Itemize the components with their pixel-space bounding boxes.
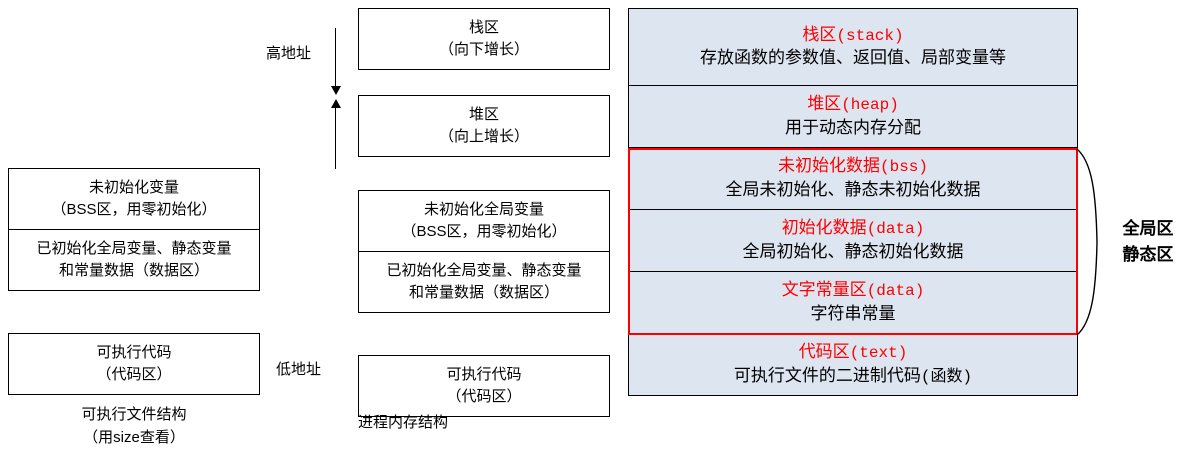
- memory-segment-rodata-title-en: (data): [866, 282, 925, 301]
- memory-segment-text-title-cn: 代码区: [798, 341, 850, 361]
- memory-segment-text-desc-cn: 可执行文件的二进制代码: [733, 365, 921, 385]
- process-memory-structure-column: 栈区 （向下增长） 堆区 （向上增长） 未初始化全局变量 （BSS区，用零初始化…: [358, 8, 610, 417]
- memory-segment-rodata-desc: 字符串常量: [810, 303, 896, 323]
- memory-segment-heap-desc: 用于动态内存分配: [785, 117, 921, 137]
- stack-growth-arrow-line: [335, 28, 336, 88]
- exe-block-data: 已初始化全局变量、静态变量 和常量数据（数据区）: [8, 229, 260, 291]
- proc-block-stack-line1: 栈区: [468, 19, 499, 37]
- proc-block-data-line1: 已初始化全局变量、静态变量: [386, 262, 582, 280]
- proc-block-text-line1: 可执行代码: [446, 366, 522, 384]
- memory-segment-data-desc: 全局初始化、静态初始化数据: [742, 241, 964, 261]
- memory-segment-text: 代码区(text) 可执行文件的二进制代码(函数): [628, 334, 1078, 396]
- proc-block-stack: 栈区 （向下增长）: [358, 8, 610, 70]
- memory-segment-heap-title: 堆区(heap): [807, 93, 899, 117]
- global-static-area-label-line1: 全局区: [1122, 219, 1174, 238]
- proc-block-text-line2: （代码区）: [446, 388, 522, 405]
- memory-segment-text-title: 代码区(text): [799, 341, 908, 365]
- memory-segment-bss-title-en: (bss): [879, 158, 928, 177]
- proc-block-heap: 堆区 （向上增长）: [358, 95, 610, 157]
- stack-growth-arrow-head: [331, 86, 341, 95]
- executable-file-structure-caption: 可执行文件结构 （用size查看）: [8, 404, 260, 449]
- exe-block-bss: 未初始化变量 （BSS区，用零初始化）: [8, 168, 260, 230]
- executable-file-structure-column: 未初始化变量 （BSS区，用零初始化） 已初始化全局变量、静态变量 和常量数据（…: [8, 168, 260, 395]
- memory-segment-rodata-title: 文字常量区(data): [782, 279, 925, 303]
- memory-segment-heap-title-en: (heap): [841, 96, 899, 115]
- exe-block-text: 可执行代码 （代码区）: [8, 333, 260, 395]
- proc-block-bss: 未初始化全局变量 （BSS区，用零初始化）: [358, 190, 610, 252]
- memory-segment-stack-desc: 存放函数的参数值、返回值、局部变量等: [700, 48, 1006, 68]
- memory-layout-column: 栈区(stack) 存放函数的参数值、返回值、局部变量等 堆区(heap) 用于…: [628, 8, 1078, 396]
- memory-segment-stack-title: 栈区(stack): [802, 24, 903, 48]
- exe-block-text-line1: 可执行代码: [96, 344, 172, 362]
- exe-block-bss-line1: 未初始化变量: [88, 179, 179, 197]
- memory-segment-bss-title: 未初始化数据(bss): [778, 155, 928, 179]
- proc-caption-line1: 进程内存结构: [358, 414, 449, 431]
- proc-block-data: 已初始化全局变量、静态变量 和常量数据（数据区）: [358, 251, 610, 313]
- proc-block-heap-line2: （向上增长）: [438, 128, 529, 145]
- exe-caption-line2: （用size查看）: [83, 428, 185, 446]
- memory-segment-data-title: 初始化数据(data): [782, 217, 925, 241]
- heap-growth-arrow-line: [335, 107, 336, 169]
- high-address-label: 高地址: [266, 45, 312, 62]
- memory-segment-data-title-en: (data): [866, 220, 925, 239]
- global-static-area-label: 全局区 静态区: [1106, 216, 1190, 267]
- memory-segment-text-title-en: (text): [849, 343, 908, 362]
- memory-segment-bss-desc: 全局未初始化、静态未初始化数据: [725, 179, 981, 199]
- memory-segment-text-desc-en: (函数): [920, 367, 973, 386]
- memory-segment-data-title-cn: 初始化数据: [781, 218, 867, 238]
- proc-block-text: 可执行代码 （代码区）: [358, 355, 610, 417]
- memory-segment-rodata: 文字常量区(data) 字符串常量: [628, 272, 1078, 334]
- exe-block-data-line2: 和常量数据（数据区）: [58, 262, 209, 279]
- exe-block-data-line1: 已初始化全局变量、静态变量: [36, 240, 232, 258]
- memory-segment-stack-title-cn: 栈区: [802, 24, 837, 44]
- exe-caption-line1: 可执行文件结构: [81, 406, 187, 423]
- heap-growth-arrow-head: [331, 99, 341, 108]
- proc-block-heap-line1: 堆区: [468, 106, 499, 124]
- memory-segment-stack: 栈区(stack) 存放函数的参数值、返回值、局部变量等: [628, 8, 1078, 86]
- global-static-area-label-line2: 静态区: [1122, 244, 1174, 264]
- memory-segment-heap-title-cn: 堆区: [807, 94, 842, 114]
- exe-block-bss-line2: （BSS区，用零初始化）: [51, 201, 217, 218]
- memory-segment-rodata-title-cn: 文字常量区: [781, 280, 867, 300]
- memory-segment-stack-title-en: (stack): [836, 26, 904, 45]
- memory-segment-text-desc: 可执行文件的二进制代码(函数): [734, 365, 972, 389]
- proc-block-stack-line2: （向下增长）: [438, 41, 529, 58]
- memory-segment-bss-title-cn: 未初始化数据: [777, 156, 880, 176]
- proc-block-bss-line1: 未初始化全局变量: [423, 201, 544, 219]
- process-memory-structure-caption: 进程内存结构: [358, 412, 610, 435]
- proc-block-bss-line2: （BSS区，用零初始化）: [401, 223, 567, 240]
- memory-segment-bss: 未初始化数据(bss) 全局未初始化、静态未初始化数据: [628, 148, 1078, 210]
- exe-block-text-line2: （代码区）: [96, 366, 172, 383]
- low-address-label: 低地址: [276, 361, 322, 378]
- global-static-brace-icon: [1076, 148, 1098, 336]
- proc-block-data-line2: 和常量数据（数据区）: [408, 284, 559, 301]
- memory-segment-heap: 堆区(heap) 用于动态内存分配: [628, 86, 1078, 148]
- memory-segment-data: 初始化数据(data) 全局初始化、静态初始化数据: [628, 210, 1078, 272]
